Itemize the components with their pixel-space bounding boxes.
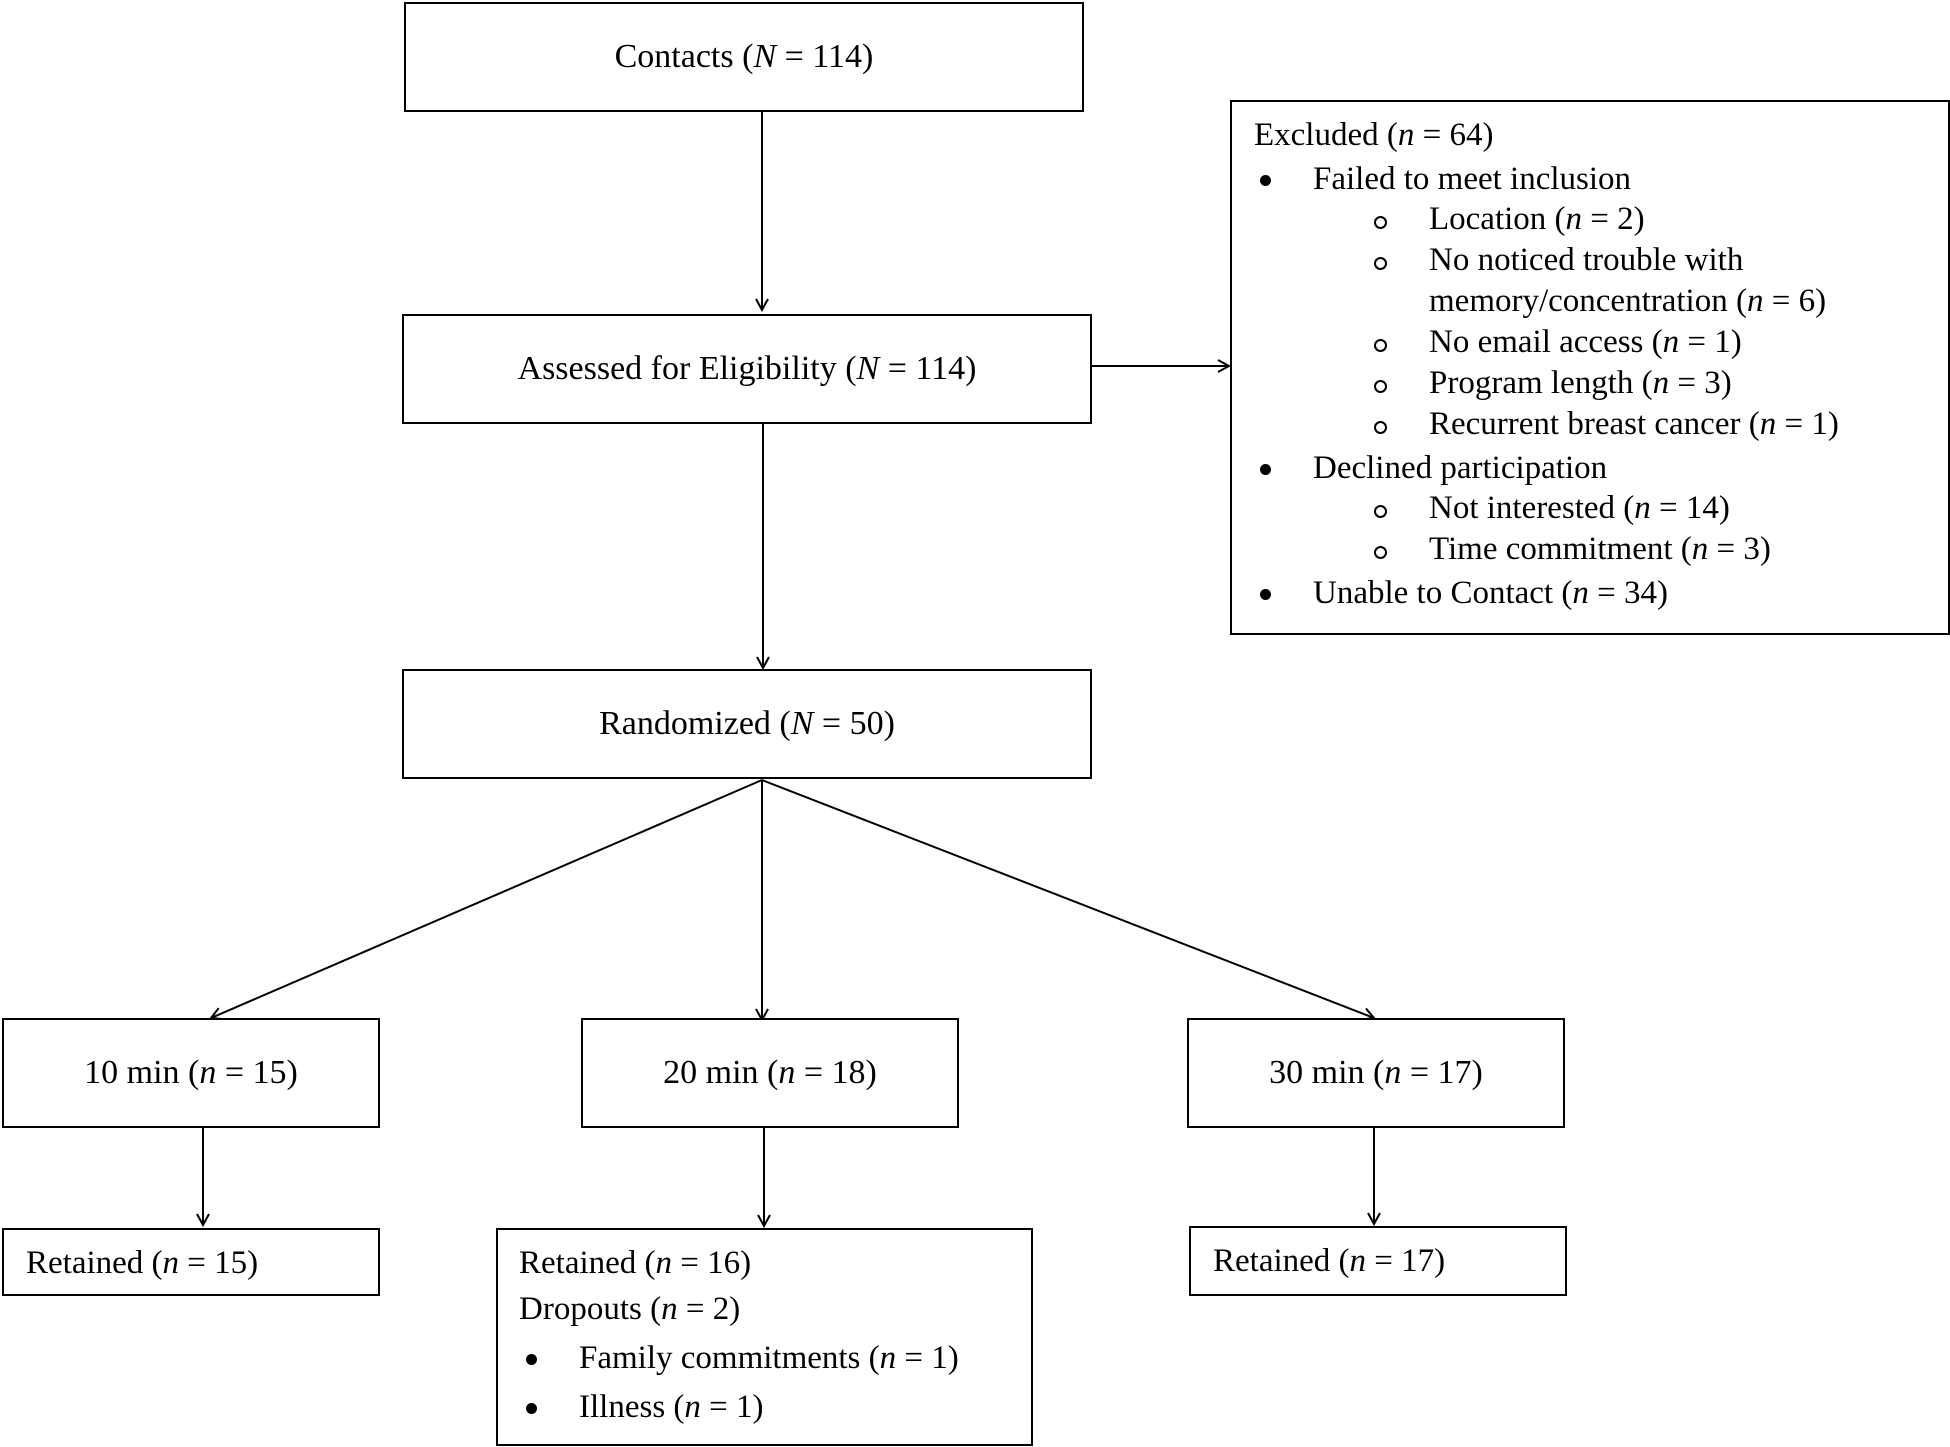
circle-bullet-icon [1374, 505, 1387, 518]
excluded-memory-line1: No noticed trouble with [1429, 242, 1744, 278]
retained-10min-label: Retained (n = 15) [26, 1245, 259, 1281]
excluded-email: No email access (n = 1) [1429, 324, 1742, 360]
arm-10min-label: 10 min (n = 15) [84, 1054, 298, 1091]
excluded-notinterested: Not interested (n = 14) [1429, 490, 1730, 526]
bullet-icon [526, 1354, 537, 1365]
excluded-length: Program length (n = 3) [1429, 365, 1732, 401]
excluded-recurrent: Recurrent breast cancer (n = 1) [1429, 406, 1839, 442]
circle-bullet-icon [1374, 546, 1387, 559]
bullet-icon [1260, 589, 1271, 600]
randomized-label: Randomized (N = 50) [599, 705, 895, 742]
retained-30min-label: Retained (n = 17) [1213, 1243, 1446, 1279]
retained-20min-box: Retained (n = 16) Dropouts (n = 2) Famil… [496, 1228, 1033, 1446]
circle-bullet-icon [1374, 257, 1387, 270]
excluded-declined: Declined participation [1313, 450, 1608, 486]
randomized-box: Randomized (N = 50) [402, 669, 1092, 779]
arm-30min-label: 30 min (n = 17) [1269, 1054, 1483, 1091]
excluded-location: Location (n = 2) [1429, 201, 1645, 237]
excluded-title: Excluded (n = 64) [1254, 117, 1494, 153]
dropouts-20min-label: Dropouts (n = 2) [519, 1291, 741, 1327]
arrow-randomized-10min [211, 779, 763, 1018]
retained-10min-box: Retained (n = 15) [2, 1228, 380, 1296]
bullet-icon [1260, 464, 1271, 475]
excluded-time: Time commitment (n = 3) [1429, 531, 1771, 567]
arrow-randomized-30min [761, 779, 1374, 1018]
dropout-family: Family commitments (n = 1) [579, 1340, 959, 1376]
retained-20min-label: Retained (n = 16) [519, 1245, 752, 1281]
excluded-box: Excluded (n = 64) Failed to meet inclusi… [1230, 100, 1950, 635]
circle-bullet-icon [1374, 339, 1387, 352]
excluded-failed: Failed to meet inclusion [1313, 161, 1632, 197]
circle-bullet-icon [1374, 380, 1387, 393]
circle-bullet-icon [1374, 216, 1387, 229]
arm-20min-box: 20 min (n = 18) [581, 1018, 959, 1128]
excluded-unable: Unable to Contact (n = 34) [1313, 575, 1668, 611]
arm-20min-label: 20 min (n = 18) [663, 1054, 877, 1091]
bullet-icon [526, 1403, 537, 1414]
arm-10min-box: 10 min (n = 15) [2, 1018, 380, 1128]
bullet-icon [1260, 175, 1271, 186]
circle-bullet-icon [1374, 421, 1387, 434]
contacts-label: Contacts (N = 114) [614, 38, 874, 75]
retained-30min-box: Retained (n = 17) [1189, 1226, 1567, 1296]
assessed-box: Assessed for Eligibility (N = 114) [402, 314, 1092, 424]
excluded-memory-line2: memory/concentration (n = 6) [1429, 283, 1827, 319]
arm-30min-box: 30 min (n = 17) [1187, 1018, 1565, 1128]
contacts-box: Contacts (N = 114) [404, 2, 1084, 112]
assessed-label: Assessed for Eligibility (N = 114) [517, 350, 977, 387]
dropout-illness: Illness (n = 1) [579, 1389, 764, 1425]
